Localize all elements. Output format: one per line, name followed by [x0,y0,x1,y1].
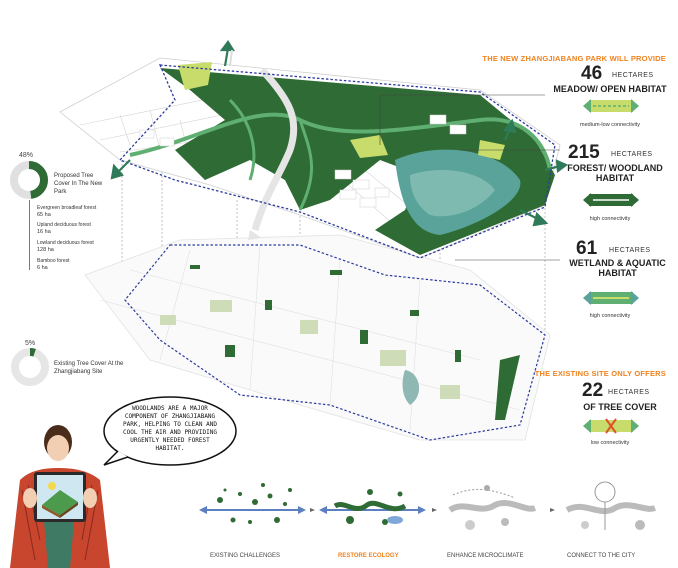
step-connect-city-graphic [565,481,657,530]
wetland-connectivity: high connectivity [589,313,631,319]
meadow-unit: HECTARES [612,72,654,79]
breakdown-line [29,200,30,270]
step-enhance-microclimate-graphic [448,485,537,530]
existing-unit: HECTARES [608,389,650,396]
existing-heading: THE EXISTING SITE ONLY OFFERS [534,369,666,378]
forest-value: 215 [568,142,600,163]
wetland-unit: HECTARES [609,247,651,254]
breakdown-upland-area: 16 ha [37,229,51,235]
meadow-value: 46 [581,63,603,84]
breakdown-lowland: Lowland deciduous forest [37,240,94,246]
forest-category: FOREST/ WOODLAND HABITAT [567,163,663,183]
existing-cover-donut [11,348,49,386]
speech-bubble-shape [103,396,237,466]
step-existing-challenges-graphic [199,483,306,524]
wetland-category: WETLAND & AQUATIC HABITAT [569,258,666,278]
breakdown-bamboo-area: 6 ha [37,265,48,271]
existing-percent: 5% [25,340,36,347]
breakdown-evergreen: Evergreen broadleaf forest [37,205,97,211]
proposed-cover-donut [10,161,48,199]
breakdown-lowland-area: 128 ha [37,247,54,253]
existing-cover-label: Existing Tree Cover At the Zhangjiabang … [54,361,124,375]
step-connect-city-label: CONNECT TO THE CITY [567,553,636,559]
breakdown-bamboo: Bamboo forest [37,258,70,264]
breakdown-upland: Upland deciduous forest [37,222,91,228]
step-enhance-microclimate-label: ENHANCE MICROCLIMATE [447,553,524,559]
existing-site-plan [84,234,551,441]
wetland-value: 61 [576,238,598,259]
breakdown-evergreen-area: 65 ha [37,212,51,218]
step-existing-challenges-label: EXISTING CHALLENGES [210,553,281,559]
wetland-connectivity-icon [583,291,639,305]
forest-unit: HECTARES [611,151,653,158]
existing-category: OF TREE COVER [583,402,657,412]
strategy-steps [199,481,657,530]
low-connectivity-icon [583,418,639,434]
proposed-percent: 48% [19,152,34,159]
existing-value: 22 [582,380,604,401]
step-restore-ecology-graphic [319,489,426,525]
leader-lines [379,94,560,261]
medium-connectivity-icon [583,99,639,113]
character-illustration [10,425,110,568]
meadow-connectivity: medium-low connectivity [580,122,640,128]
proposed-cover-label: Proposed Tree Cover In The New Park [54,173,103,195]
meadow-category: MEADOW/ OPEN HABITAT [553,84,667,94]
proposed-park-plan [59,40,569,259]
speech-bubble-text: WOODLANDS ARE A MAJOR COMPONENT OF ZHANG… [123,405,217,452]
high-connectivity-icon [583,193,639,207]
existing-connectivity: low connectivity [590,440,630,446]
step-restore-ecology-label: RESTORE ECOLOGY [338,553,399,559]
provide-heading: THE NEW ZHANGJIABANG PARK WILL PROVIDE [482,54,666,63]
forest-connectivity: high connectivity [589,216,631,222]
